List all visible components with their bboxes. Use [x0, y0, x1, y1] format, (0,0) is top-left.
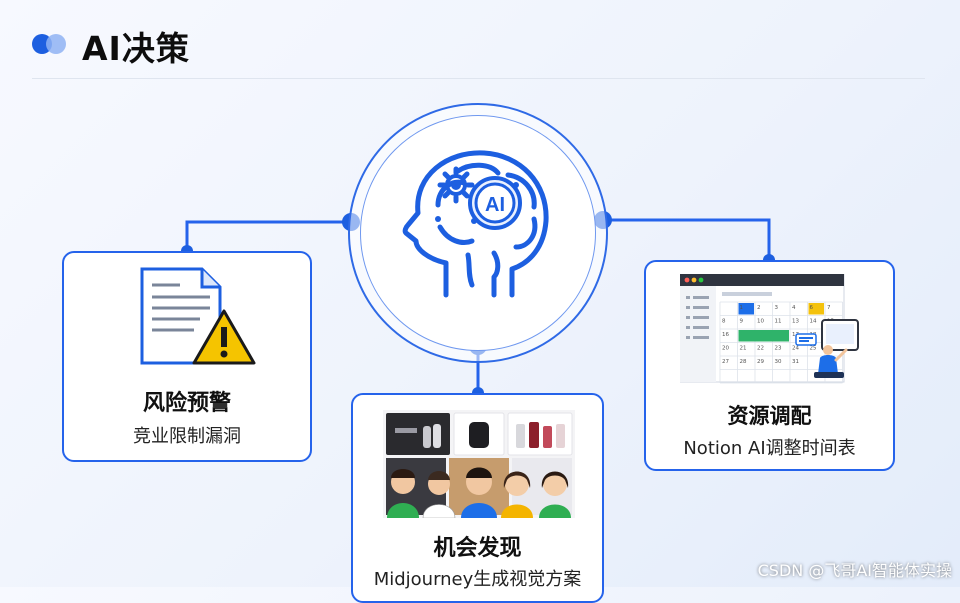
watermark: CSDN @飞哥AI智能体实操 — [757, 561, 952, 580]
presenter-icon — [795, 319, 859, 378]
calendar-day-number: 11 — [775, 319, 782, 325]
calendar-day-number: 23 — [775, 346, 782, 352]
calendar-day-number: 3 — [775, 305, 779, 311]
risk-warning-card: 风险预警 竞业限制漏洞 — [62, 251, 312, 462]
calendar-day-number: 29 — [757, 359, 764, 365]
calendar-event-green — [738, 330, 789, 342]
document-icon — [140, 267, 256, 365]
calendar-day-number: 8 — [722, 319, 726, 325]
calendar-day-number: 2 — [757, 305, 761, 311]
calendar-day-number: 24 — [792, 346, 799, 352]
opportunity-card-subtitle: Midjourney生成视觉方案 — [373, 569, 582, 590]
calendar-day-number: 28 — [740, 359, 747, 365]
calendar-day-number: 20 — [722, 346, 729, 352]
gear-icon — [437, 166, 475, 204]
calendar-day-number: 1 — [740, 305, 744, 311]
calendar-event-blue — [738, 303, 754, 315]
ai-brain-icon: AI — [402, 150, 549, 298]
calendar-day-number: 16 — [722, 332, 729, 338]
risk-card-subtitle: 竞业限制漏洞 — [133, 426, 241, 447]
calendar-day-number: 22 — [757, 346, 764, 352]
calendar-day-number: 21 — [740, 346, 747, 352]
resource-allocation-card: 1234678910111314151617181920212223242526… — [644, 260, 895, 471]
header-dots-icon — [32, 32, 72, 56]
resource-card-subtitle: Notion AI调整时间表 — [683, 438, 856, 459]
calendar-day-number: 4 — [792, 305, 796, 311]
opportunity-card: 机会发现 Midjourney生成视觉方案 — [351, 393, 604, 603]
ai-badge-label: AI — [485, 194, 505, 216]
calendar-icon: 1234678910111314151617181920212223242526… — [680, 274, 859, 384]
opportunity-card-title: 机会发现 — [433, 536, 522, 561]
calendar-day-number: 9 — [740, 319, 744, 325]
resource-card-title: 资源调配 — [727, 404, 812, 428]
calendar-day-number: 27 — [722, 359, 729, 365]
calendar-day-number: 30 — [775, 359, 782, 365]
calendar-day-number: 13 — [792, 319, 799, 325]
people-icons — [387, 467, 571, 518]
calendar-day-number: 14 — [810, 319, 817, 325]
calendar-day-number: 25 — [810, 346, 817, 352]
page-title: AI决策 — [82, 29, 190, 68]
calendar-day-number: 31 — [792, 359, 799, 365]
warning-icon — [192, 309, 256, 365]
risk-card-title: 风险预警 — [142, 391, 231, 416]
calendar-day-number: 10 — [757, 319, 764, 325]
header-divider — [32, 78, 925, 79]
calendar-event-yellow — [808, 303, 824, 315]
calendar-day-number: 7 — [827, 305, 831, 311]
visual-collage-image — [383, 410, 575, 518]
calendar-day-number: 6 — [810, 305, 814, 311]
